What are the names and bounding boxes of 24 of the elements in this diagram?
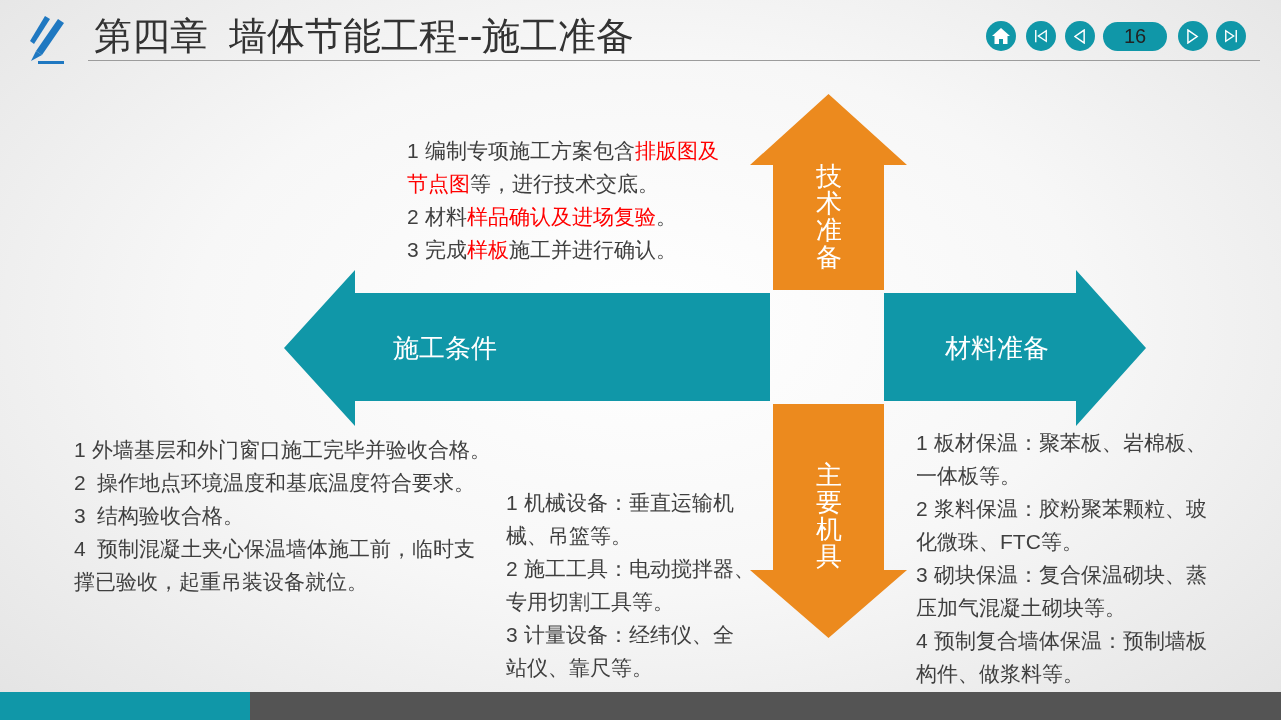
list-item: 1 机械设备：垂直运输机械、吊篮等。 [506,490,735,549]
list-item: 4 预制复合墙体保温：预制墙板构件、做浆料等。 [916,628,1208,687]
list-item: 3 计量设备：经纬仪、全站仪、靠尺等。 [506,622,735,681]
list-item: 3 结构验收合格。 [74,503,246,529]
list-item: 3 砌块保温：复合保温砌块、蒸压加气混凝土砌块等。 [916,562,1208,621]
arrow-label: 主要机具 [815,462,842,570]
list-item: 1 编制专项施工方案包含排版图及节点图等，进行技术交底。 [407,138,720,197]
list-item: 2 材料样品确认及进场复验。 [407,204,678,230]
block-arrow [750,404,907,638]
list-item: 3 完成样板施工并进行确认。 [407,237,678,263]
arrow-label: 材料准备 [945,335,1049,361]
list-item: 2 操作地点环境温度和基底温度符合要求。 [74,470,477,496]
slide-title: 第四章 墙体节能工程--施工准备 [94,14,635,59]
list-item: 4 预制混凝土夹心保温墙体施工前，临时支撑已验收，起重吊装设备就位。 [74,536,477,595]
list-item: 2 施工工具：电动搅拌器、专用切割工具等。 [506,556,756,615]
block-arrow [284,270,770,426]
list-item: 1 外墙基层和外门窗口施工完毕并验收合格。 [74,437,492,463]
block-arrow [750,94,907,290]
arrow-label: 技术准备 [815,163,842,271]
page-number: 16 [1103,22,1167,51]
arrow-label: 施工条件 [393,335,497,361]
block-arrow [884,270,1146,426]
list-item: 1 板材保温：聚苯板、岩棉板、一体板等。 [916,430,1208,489]
list-item: 2 浆料保温：胶粉聚苯颗粒、玻化微珠、FTC等。 [916,496,1208,555]
